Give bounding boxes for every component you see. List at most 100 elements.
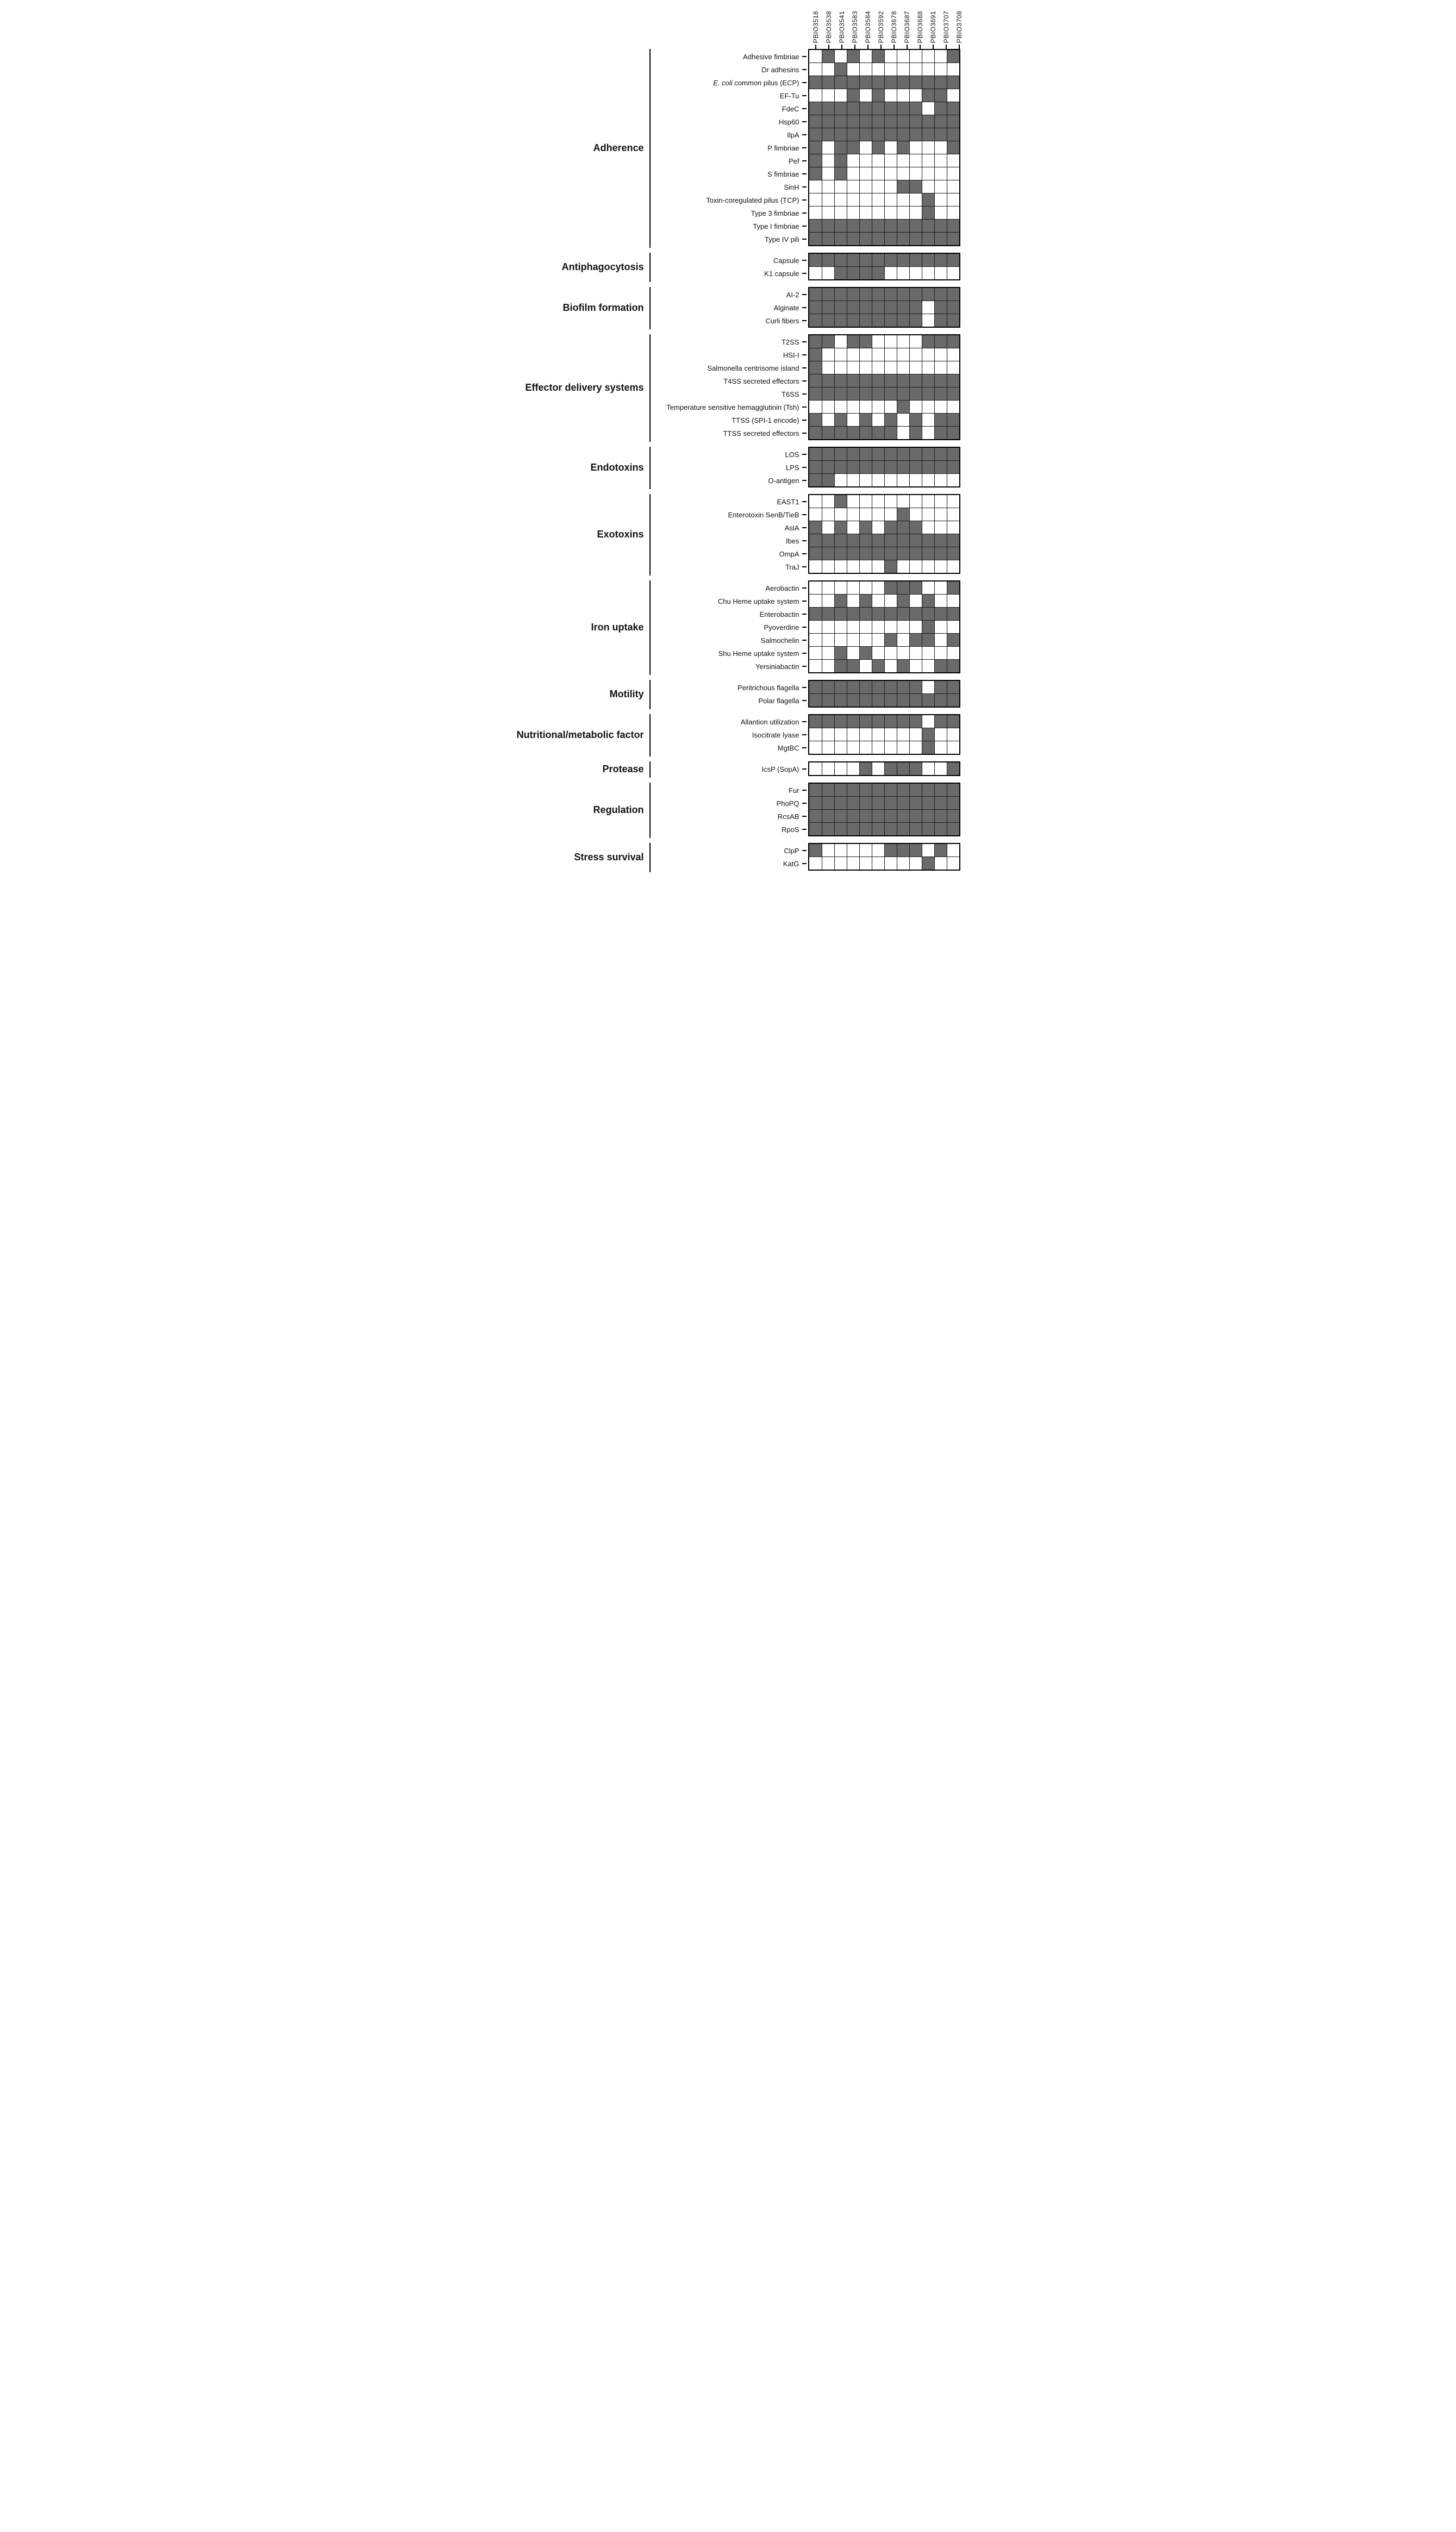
heatmap-cell-present bbox=[834, 233, 847, 245]
heatmap-cell-absent bbox=[846, 361, 859, 374]
grid-zone bbox=[808, 287, 967, 329]
heatmap-row bbox=[809, 681, 959, 693]
heatmap-cell-absent bbox=[859, 50, 872, 62]
heatmap-cell-absent bbox=[946, 844, 959, 856]
heatmap-cell-present bbox=[884, 387, 897, 400]
heatmap-cell-absent bbox=[871, 844, 884, 856]
heatmap-row bbox=[809, 89, 959, 102]
heatmap-cell-present bbox=[934, 288, 947, 301]
heatmap-cell-present bbox=[809, 301, 822, 314]
heatmap-cell-present bbox=[934, 448, 947, 460]
heatmap-cell-present bbox=[809, 348, 822, 361]
heatmap-cell-present bbox=[859, 233, 872, 245]
heatmap-cell-absent bbox=[884, 193, 897, 206]
heatmap-cell-present bbox=[859, 374, 872, 387]
heatmap-cell-present bbox=[859, 595, 872, 607]
heatmap-cell-absent bbox=[884, 728, 897, 741]
heatmap-cell-present bbox=[909, 387, 922, 400]
category-zone: Endotoxins bbox=[484, 447, 649, 489]
heatmap-cell-present bbox=[921, 823, 934, 835]
row-label: LOS bbox=[785, 450, 799, 459]
heatmap-cell-absent bbox=[934, 634, 947, 646]
heatmap-cell-absent bbox=[809, 647, 822, 659]
heatmap-cell-present bbox=[834, 595, 847, 607]
heatmap-cell-absent bbox=[809, 660, 822, 672]
heatmap-cell-absent bbox=[821, 401, 834, 413]
heatmap-cell-present bbox=[809, 797, 822, 809]
heatmap-cell-present bbox=[921, 76, 934, 89]
heatmap-cell-present bbox=[834, 115, 847, 128]
heatmap-cell-absent bbox=[921, 521, 934, 534]
heatmap-cell-present bbox=[934, 301, 947, 314]
heatmap-cell-absent bbox=[884, 63, 897, 76]
heatmap-row bbox=[809, 374, 959, 387]
heatmap-cell-absent bbox=[946, 167, 959, 180]
row-label: Curli fibers bbox=[765, 316, 799, 325]
heatmap-cell-present bbox=[946, 414, 959, 426]
heatmap-cell-present bbox=[934, 335, 947, 348]
heatmap-cell-absent bbox=[909, 595, 922, 607]
heatmap-cell-present bbox=[934, 427, 947, 439]
heatmap-cell-absent bbox=[871, 741, 884, 754]
heatmap-cell-present bbox=[946, 823, 959, 835]
heatmap-cell-absent bbox=[871, 63, 884, 76]
heatmap-cell-present bbox=[909, 448, 922, 460]
heatmap-row bbox=[809, 796, 959, 809]
heatmap-cell-present bbox=[896, 141, 909, 154]
heatmap-cell-present bbox=[821, 50, 834, 62]
heatmap-cell-present bbox=[834, 461, 847, 473]
heatmap-cell-absent bbox=[846, 401, 859, 413]
row-line: Shu Heme uptake system bbox=[651, 647, 808, 660]
row-label: T4SS secreted effectors bbox=[723, 377, 799, 385]
row-line: Capsule bbox=[651, 254, 808, 267]
heatmap-cell-absent bbox=[934, 521, 947, 534]
row-line: EAST1 bbox=[651, 495, 808, 508]
heatmap-cell-present bbox=[821, 314, 834, 327]
heatmap-cell-absent bbox=[884, 141, 897, 154]
row-tick bbox=[802, 393, 807, 395]
heatmap-cell-present bbox=[859, 784, 872, 796]
heatmap-cell-present bbox=[884, 634, 897, 646]
heatmap-cell-present bbox=[809, 387, 822, 400]
heatmap-cell-present bbox=[884, 76, 897, 89]
heatmap-cell-present bbox=[884, 233, 897, 245]
heatmap-cell-absent bbox=[946, 180, 959, 193]
row-label: HSI-I bbox=[783, 351, 799, 359]
column-header: PBIO3538 bbox=[822, 2, 835, 49]
heatmap-cell-present bbox=[884, 448, 897, 460]
heatmap-cell-present bbox=[859, 797, 872, 809]
heatmap-cell-present bbox=[946, 582, 959, 594]
row-label: RpoS bbox=[781, 825, 799, 834]
heatmap-cell-present bbox=[846, 254, 859, 266]
heatmap-cell-present bbox=[859, 521, 872, 534]
heatmap-cell-present bbox=[884, 115, 897, 128]
heatmap-grid bbox=[808, 494, 960, 574]
category-label: Iron uptake bbox=[591, 622, 644, 633]
heatmap-cell-present bbox=[821, 547, 834, 560]
heatmap-cell-present bbox=[809, 102, 822, 115]
heatmap-cell-present bbox=[946, 254, 959, 266]
heatmap-cell-absent bbox=[871, 728, 884, 741]
row-line: RpoS bbox=[651, 823, 808, 836]
heatmap-cell-present bbox=[821, 784, 834, 796]
row-line: Yersiniabactin bbox=[651, 660, 808, 673]
heatmap-cell-present bbox=[834, 254, 847, 266]
heatmap-cell-present bbox=[946, 762, 959, 775]
row-tick bbox=[802, 239, 807, 240]
category-label: Effector delivery systems bbox=[525, 382, 644, 393]
row-line: TraJ bbox=[651, 560, 808, 573]
row-tick bbox=[802, 420, 807, 421]
heatmap-cell-present bbox=[821, 810, 834, 822]
heatmap-cell-absent bbox=[921, 348, 934, 361]
heatmap-cell-absent bbox=[834, 474, 847, 486]
heatmap-cell-absent bbox=[884, 180, 897, 193]
heatmap-cell-present bbox=[896, 220, 909, 232]
heatmap-cell-present bbox=[934, 461, 947, 473]
heatmap-cell-absent bbox=[859, 495, 872, 508]
heatmap-cell-present bbox=[921, 621, 934, 633]
heatmap-cell-absent bbox=[946, 595, 959, 607]
heatmap-cell-present bbox=[921, 448, 934, 460]
grid-zone bbox=[808, 580, 967, 675]
